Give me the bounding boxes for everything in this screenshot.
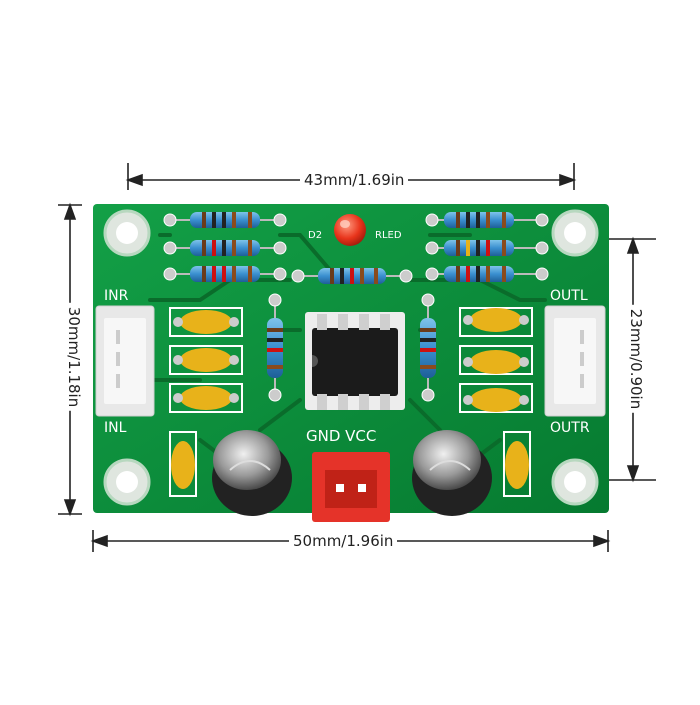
input-connector [95, 305, 155, 417]
led-indicator [334, 214, 366, 246]
ic-chip [305, 312, 405, 410]
label-d2: D2 [308, 230, 322, 241]
label-inl: INL [104, 420, 127, 436]
dimension-top-width: 43mm/1.69in [300, 171, 409, 189]
power-connector [312, 452, 390, 522]
label-gnd-vcc: GND VCC [306, 427, 376, 445]
ceramic-capacitors-right [459, 307, 533, 413]
ceramic-capacitors-vertical [169, 431, 531, 497]
output-connector [544, 305, 606, 417]
electrolytic-capacitors [212, 430, 492, 516]
mounting-holes [103, 209, 599, 506]
ceramic-capacitors-left [169, 307, 243, 413]
label-outr: OUTR [550, 420, 590, 436]
label-inr: INR [104, 288, 129, 304]
silkscreen-labels: INR INL OUTL OUTR GND VCC D2 RLED [104, 230, 590, 445]
dimension-right-height: 23mm/0.90in [627, 304, 646, 414]
label-outl: OUTL [550, 288, 588, 304]
resistors-top-left [163, 212, 287, 282]
label-rled: RLED [375, 230, 402, 241]
resistor-middle [291, 268, 413, 284]
dimension-bottom-width: 50mm/1.96in [289, 532, 398, 550]
resistors-top-right [425, 212, 549, 282]
dimension-left-height: 30mm/1.18in [65, 302, 84, 412]
resistors-vertical [267, 293, 436, 402]
